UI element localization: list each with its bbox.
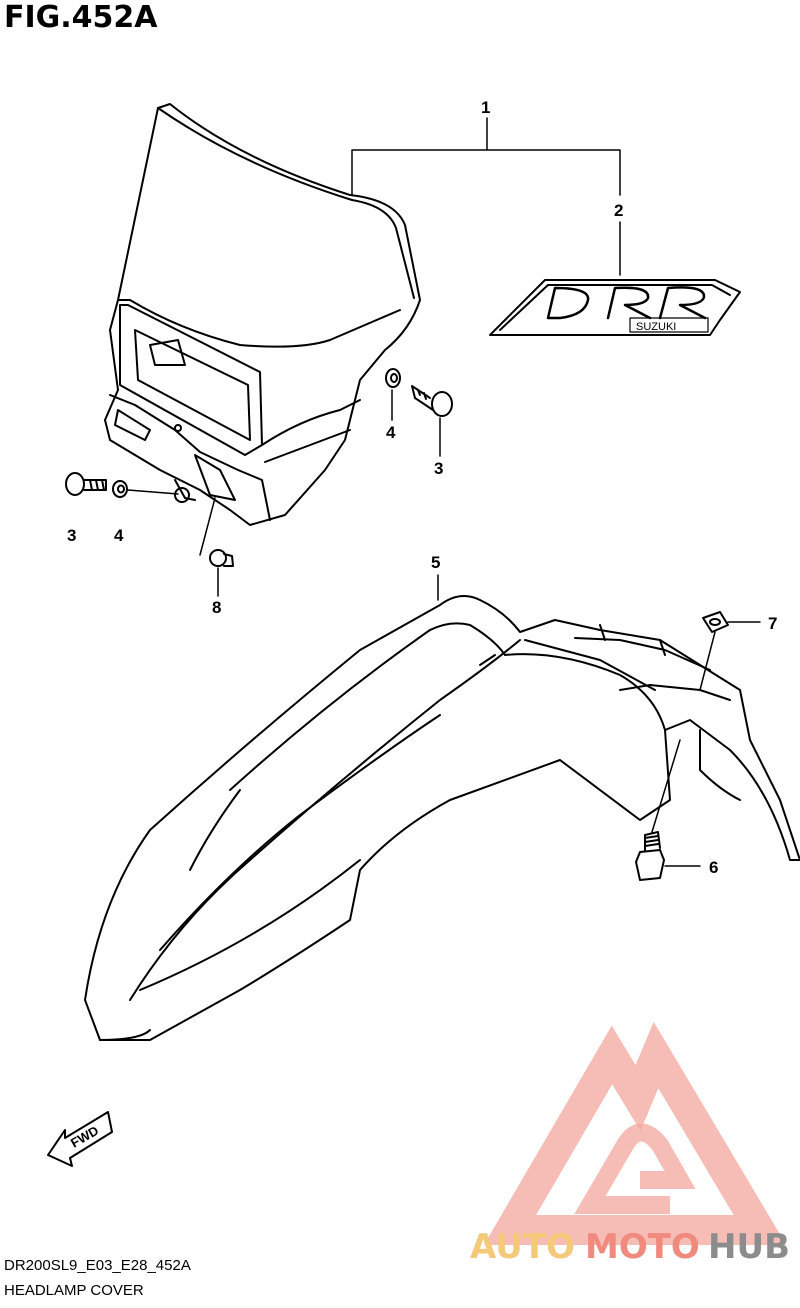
- headlamp-cover: [104, 103, 421, 556]
- callout-5: 5: [431, 553, 440, 572]
- fwd-label: FWD: [68, 1123, 101, 1151]
- washer-7: [702, 611, 729, 633]
- figure-title: FIG.452A: [4, 0, 158, 35]
- callout-4-left: 4: [114, 526, 124, 545]
- watermark-text-auto: AUTO: [470, 1227, 575, 1267]
- watermark-text-moto: MOTO: [585, 1227, 700, 1267]
- washer-4-left: [112, 480, 128, 498]
- dr-decal: SUZUKI: [489, 279, 741, 336]
- callout-2: 2: [614, 201, 623, 220]
- callout-8: 8: [212, 598, 221, 617]
- callout-6: 6: [709, 858, 718, 877]
- callout-7: 7: [768, 614, 777, 633]
- callout-3-left: 3: [67, 526, 76, 545]
- grommet-8: [209, 549, 234, 567]
- callout-1: 1: [481, 98, 490, 117]
- bolt-3-left: [65, 472, 107, 496]
- fwd-arrow: FWD: [47, 1111, 113, 1167]
- callout-4-right: 4: [386, 423, 396, 442]
- drawing-code: DR200SL9_E03_E28_452A: [4, 1257, 191, 1274]
- watermark-logo: AUTO MOTO HUB: [470, 1021, 790, 1267]
- bolt-3-right: [411, 385, 453, 417]
- callout-3-right: 3: [434, 459, 443, 478]
- watermark-text-hub: HUB: [708, 1227, 790, 1267]
- drawing-name: HEADLAMP COVER: [4, 1282, 144, 1299]
- washer-4-right: [385, 368, 401, 388]
- bolt-6: [635, 831, 665, 881]
- front-fender: [84, 595, 800, 1041]
- decal-brand-text: SUZUKI: [636, 321, 676, 333]
